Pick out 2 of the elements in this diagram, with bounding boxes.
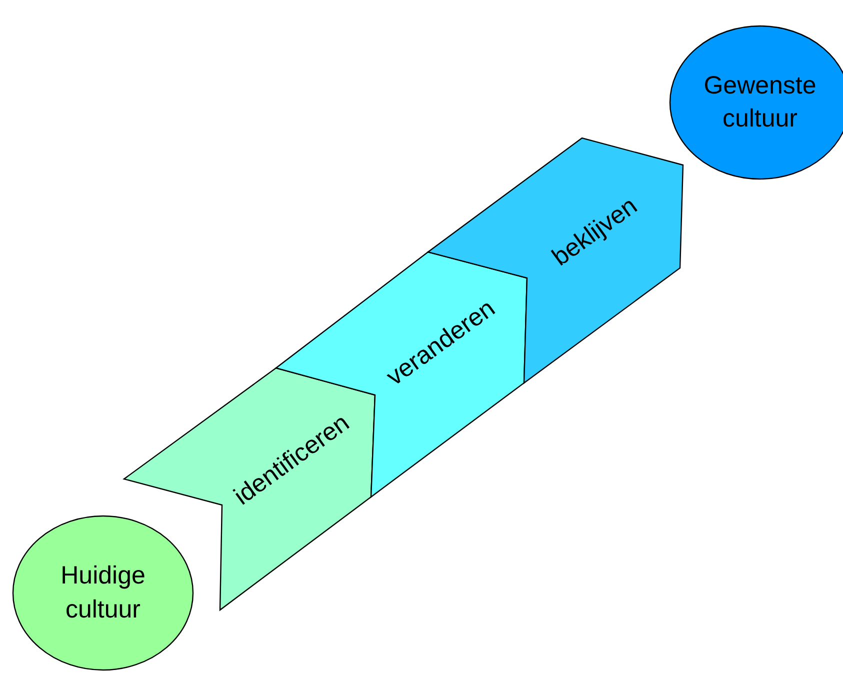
- circle-label: Gewenste cultuur: [702, 70, 818, 134]
- circle-label: Huidige cultuur: [60, 560, 146, 625]
